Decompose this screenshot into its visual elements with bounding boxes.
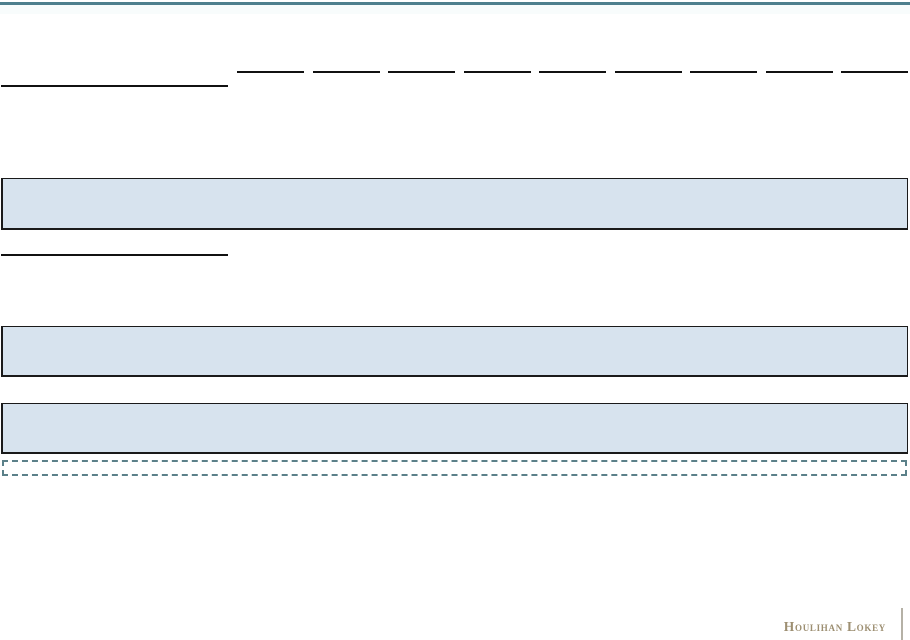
header-rule-segment xyxy=(539,71,606,73)
footer-divider-bar xyxy=(901,608,903,640)
header-rule-segment xyxy=(463,71,531,73)
section-title-underline-2 xyxy=(1,254,228,256)
highlight-box-1 xyxy=(1,178,908,230)
header-rule-segment xyxy=(237,71,304,73)
highlight-box-3 xyxy=(1,403,908,454)
header-rule-segment xyxy=(841,71,908,73)
header-rule-segment xyxy=(690,71,757,73)
top-accent-band xyxy=(0,4,910,14)
header-rule-segment xyxy=(614,71,682,73)
section-title-underline-1 xyxy=(1,85,228,87)
top-accent-rule xyxy=(0,2,910,5)
header-rule-segment xyxy=(312,71,380,73)
header-rule-segment xyxy=(388,71,455,73)
header-rule-segment xyxy=(765,71,833,73)
houlihan-lokey-logo: Houlihan Lokey xyxy=(783,619,886,634)
highlight-box-2 xyxy=(1,326,908,377)
dashed-callout-box xyxy=(2,460,907,476)
table-header-rules xyxy=(237,71,908,73)
